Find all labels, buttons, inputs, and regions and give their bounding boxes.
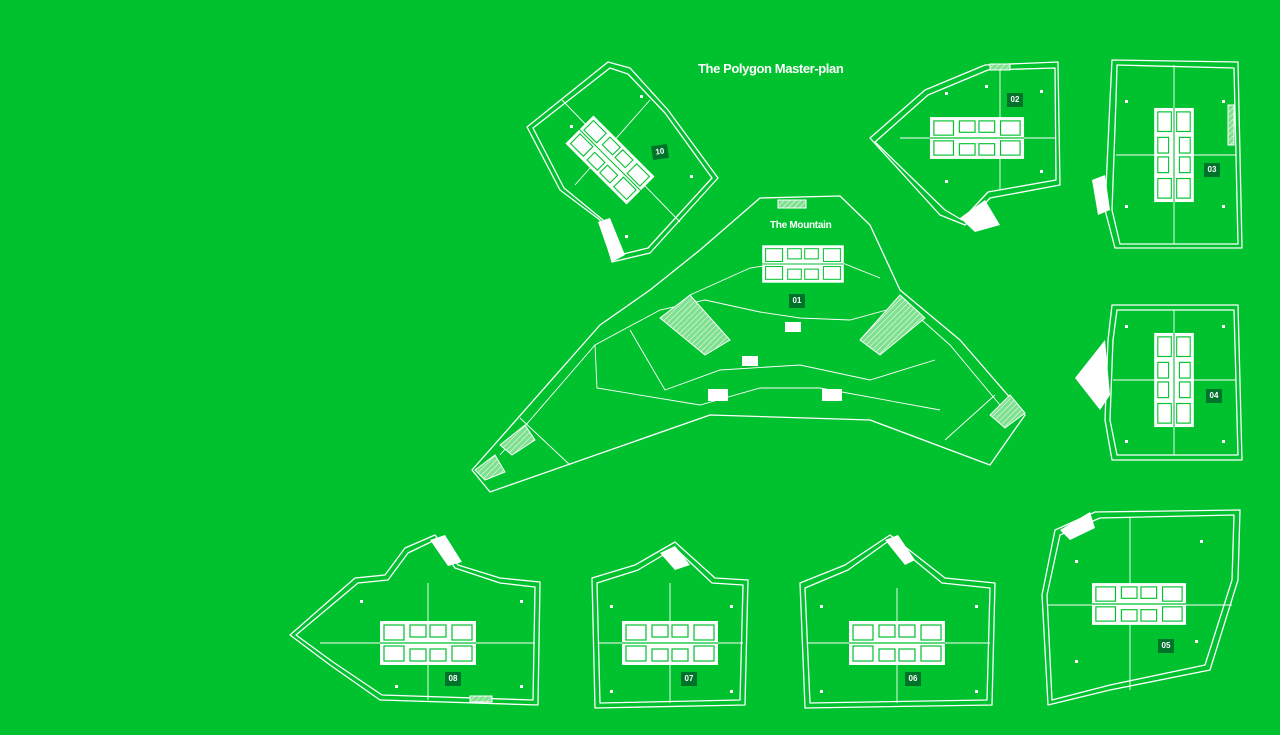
building-03-outline [1092,59,1243,249]
building-06-outline [799,534,996,709]
building-01-outline [471,195,1026,493]
diagram-title: The Polygon Master-plan [698,61,844,76]
mountain-label: The Mountain [770,220,832,231]
building-05-outline [1041,509,1241,706]
building-07-outline [591,541,749,709]
building-number-04: 04 [1206,389,1222,403]
building-08-outline [289,534,541,706]
building-number-07: 07 [681,672,697,686]
building-02-outline [869,61,1061,232]
building-number-02: 02 [1007,93,1023,107]
building-number-08: 08 [445,672,461,686]
building-number-05: 05 [1158,639,1174,653]
building-number-06: 06 [905,672,921,686]
building-10-outline [526,61,719,263]
building-number-10: 10 [651,143,669,161]
building-number-01: 01 [789,294,805,308]
building-number-03: 03 [1204,163,1220,177]
building-04-outline [1075,304,1243,461]
